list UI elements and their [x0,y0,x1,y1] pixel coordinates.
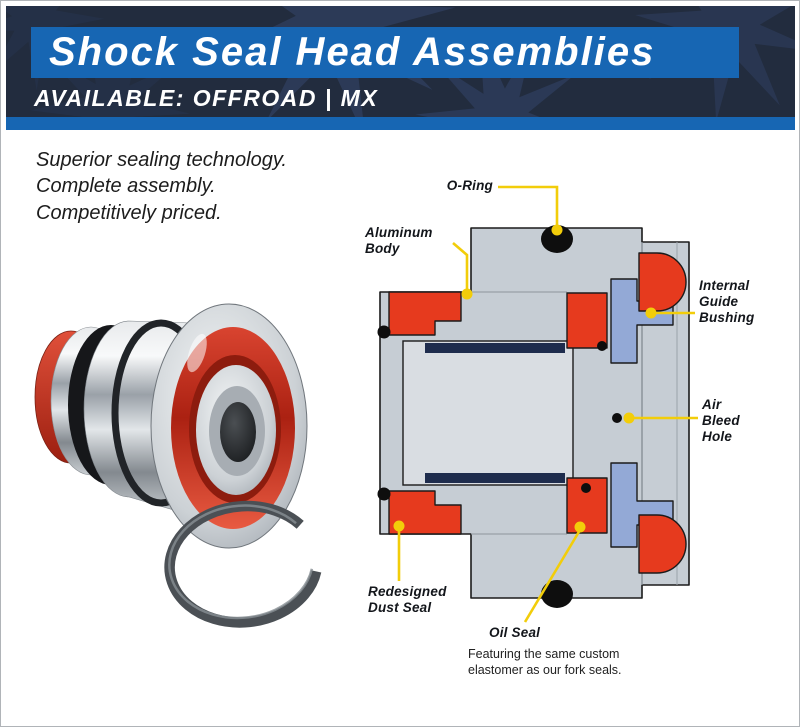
guide-bushing-top [610,278,674,364]
oil-seal-note: Featuring the same custom elastomer as o… [468,647,622,678]
cross-section-diagram [377,185,698,623]
header-banner: Shock Seal Head Assemblies AVAILABLE: OF… [6,6,795,117]
highlight [187,333,207,373]
intro-text: Superior sealing technology. Complete as… [36,147,287,226]
seal-dot-top [597,341,607,351]
label-o-ring: O-Ring [446,178,493,193]
o-ring-top [541,225,573,253]
seal-lip-top [425,343,565,353]
intro-line-3: Competitively priced. [36,201,222,224]
header-stripe [6,117,795,130]
intro-line-2: Complete assembly. [36,175,216,198]
shaft-hole [220,402,256,462]
shaft-bore [402,340,574,486]
intro-line-1: Superior sealing technology. [36,149,287,171]
seal-dot-bottom [581,483,591,493]
end-seal-bottom [638,514,687,574]
left-o-ring-bottom [377,487,391,501]
seal-head-assembly [34,303,308,549]
availability-subtitle: AVAILABLE: OFFROAD | MX [34,85,379,111]
callout-dot-o-ring [551,224,563,236]
callout-line-aluminum-body [452,242,469,291]
callout-dot-aluminum-body [461,288,473,300]
label-internal-guide-bushing: Internal Guide Bushing [699,278,755,325]
o-ring-bottom [541,580,573,608]
seal-lip-bottom [425,473,565,483]
air-bleed-hole-dot [612,413,622,423]
callout-dot-air-bleed [623,412,635,424]
callout-line-oil-seal [523,529,582,623]
callout-dot-oil-seal [574,521,586,533]
end-seal-top [638,252,687,312]
label-oil-seal: Oil Seal [489,625,541,640]
label-redesigned-dust-seal: Redesigned Dust Seal [368,584,447,615]
machined-lines [471,291,567,535]
label-air-bleed-hole: Air Bleed Hole [702,397,740,444]
callout-dot-dust-seal [393,520,405,532]
guide-bushing-bottom [610,462,674,548]
circlip-highlight [168,504,314,620]
product-photo [34,303,322,628]
title-bar: Shock Seal Head Assemblies [31,27,739,78]
callout-line-o-ring [498,185,559,227]
callout-dot-guide-bushing [645,307,657,319]
oil-seal-top [566,292,608,349]
page-title: Shock Seal Head Assemblies [49,30,656,74]
circlip-ring [164,500,322,628]
left-o-ring-top [377,325,391,339]
label-aluminum-body: Aluminum Body [365,225,433,256]
